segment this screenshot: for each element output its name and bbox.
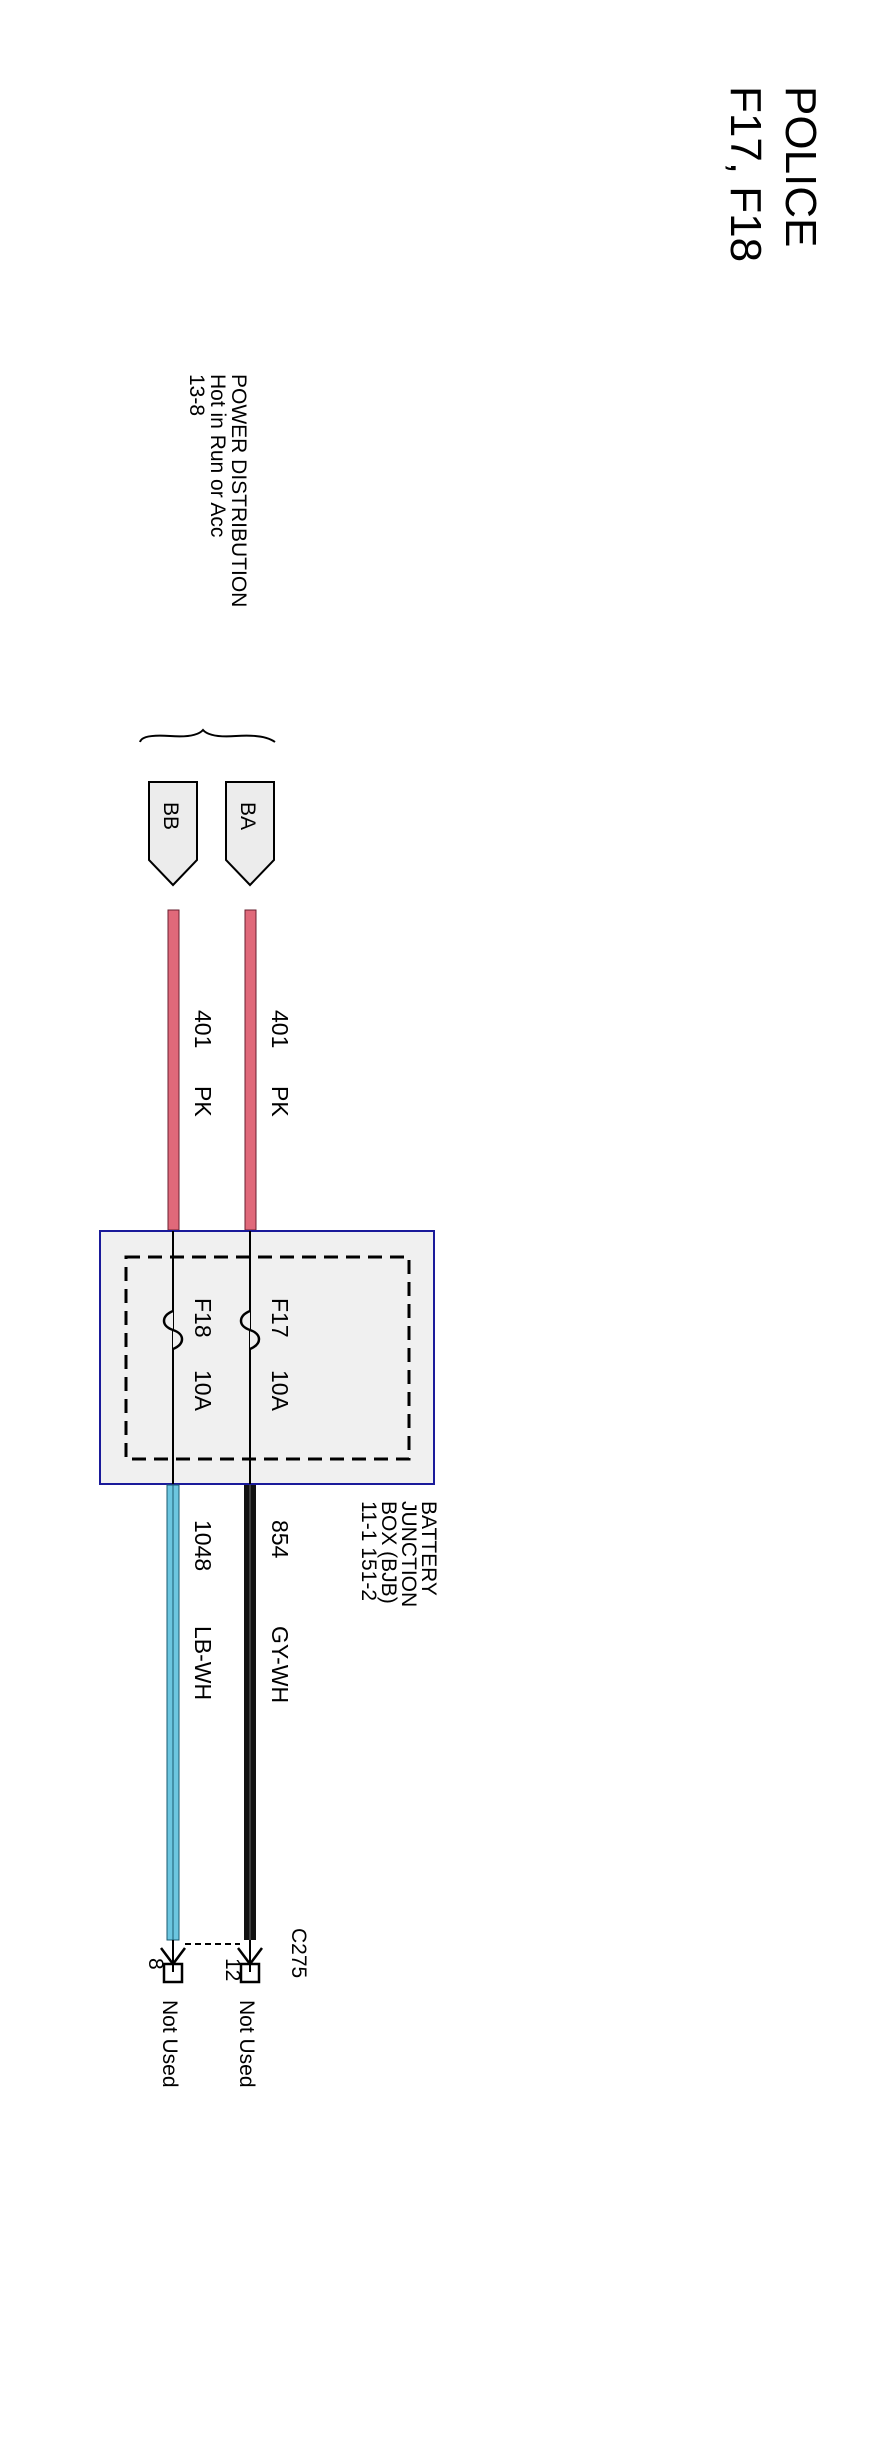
connector-ba: BA xyxy=(225,781,275,887)
connector-bb-label: BB xyxy=(159,802,182,830)
fuse-f17-name: F17 xyxy=(267,1298,293,1338)
wire-1048-circuit: 1048 xyxy=(190,1520,216,1571)
terminal-pin-8 xyxy=(160,1940,186,1984)
fuse-f17-rating: 10A xyxy=(267,1370,293,1412)
wire-854: 854 GY-WH xyxy=(244,1485,293,1940)
title-line-1: POLICE xyxy=(776,86,825,247)
bjb-label: BATTERY JUNCTION BOX (BJB) 11-1 151-2 xyxy=(357,1501,440,1607)
wire-401-bb-circuit: 401 xyxy=(190,1010,216,1048)
source-label: POWER DISTRIBUTION Hot in Run or Acc 13-… xyxy=(185,374,250,607)
connector-bb: BB xyxy=(148,781,198,887)
wire-401-ba-circuit: 401 xyxy=(267,1010,293,1048)
wire-1048: 1048 LB-WH xyxy=(166,1484,216,1941)
page-title: POLICE F17, F18 xyxy=(721,86,825,262)
bjb-label-line-1: BATTERY xyxy=(417,1501,440,1596)
wire-401-bb: 401 PK xyxy=(167,909,216,1231)
source-line-3: 13-8 xyxy=(185,374,208,416)
connector-c275-label: C275 xyxy=(287,1928,310,1978)
pin-12-label: 12 xyxy=(221,1958,244,1981)
bjb-label-line-4: 11-1 151-2 xyxy=(357,1501,380,1601)
wire-401-ba: 401 PK xyxy=(244,909,293,1231)
source-line-1: POWER DISTRIBUTION xyxy=(227,374,250,607)
pin-8-label: 8 xyxy=(144,1958,167,1970)
connector-brace xyxy=(139,728,276,743)
not-used-bottom-label: Not Used xyxy=(158,2000,181,2088)
wire-1048-color: LB-WH xyxy=(190,1626,216,1700)
connector-ba-label: BA xyxy=(236,802,259,830)
not-used-top-label: Not Used xyxy=(235,2000,258,2088)
wire-401-bb-color: PK xyxy=(190,1086,216,1117)
wire-854-color: GY-WH xyxy=(267,1626,293,1703)
title-line-2: F17, F18 xyxy=(721,86,770,262)
wire-401-ba-color: PK xyxy=(267,1086,293,1117)
fuse-f18-icon xyxy=(162,1309,184,1351)
fuse-f18-name: F18 xyxy=(190,1298,216,1338)
source-line-2: Hot in Run or Acc xyxy=(206,374,229,537)
battery-junction-box xyxy=(99,1230,435,1485)
wire-854-circuit: 854 xyxy=(267,1520,293,1559)
fuse-f18-rating: 10A xyxy=(190,1370,216,1412)
fuse-f18: F18 10A xyxy=(162,1298,216,1412)
bjb-label-line-2: JUNCTION xyxy=(397,1501,420,1607)
fuse-f17: F17 10A xyxy=(239,1298,293,1412)
terminal-pin-12 xyxy=(237,1940,263,1984)
fuse-f17-icon xyxy=(239,1309,261,1351)
bjb-label-line-3: BOX (BJB) xyxy=(377,1501,400,1604)
